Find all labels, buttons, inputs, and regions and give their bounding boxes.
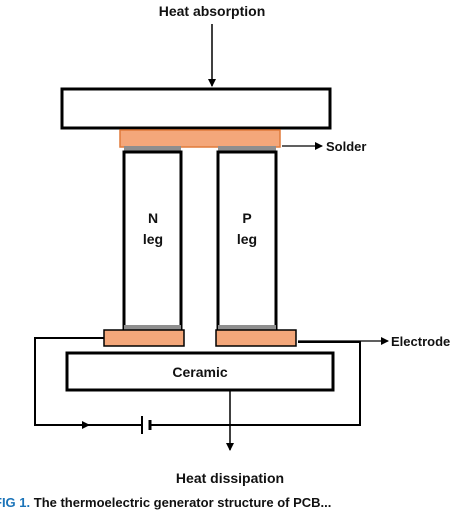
n-leg	[122, 150, 183, 331]
figure-caption-text: The thermoelectric generator structure o…	[33, 495, 332, 510]
left-electrode	[103, 329, 185, 347]
circuit-wire-left	[34, 337, 104, 429]
figure-caption: FIG 1. The thermoelectric generator stru…	[0, 494, 474, 523]
ceramic-label: Ceramic	[172, 364, 227, 380]
p-leg-bottom-contact	[218, 325, 276, 330]
solder-label: Solder	[326, 139, 366, 154]
figure-number: FIG 1.	[0, 495, 31, 510]
n-leg-top-contact	[124, 146, 181, 151]
top-solder	[119, 129, 281, 148]
heat-dissipation-label: Heat dissipation	[176, 470, 284, 486]
circuit-wire-right	[150, 341, 361, 426]
electrode-label: Electrode	[391, 334, 450, 349]
bottom-ceramic-plate	[65, 351, 335, 392]
p-leg-top-contact	[218, 146, 276, 151]
n-leg-label-line2: leg	[143, 231, 163, 247]
p-leg-label-line1: P	[242, 210, 251, 226]
p-leg-label-line2: leg	[237, 231, 257, 247]
n-leg-bottom-contact	[124, 325, 181, 330]
top-ceramic-plate	[60, 87, 332, 130]
right-electrode	[215, 329, 297, 347]
heat-absorption-label: Heat absorption	[159, 3, 266, 19]
n-leg-label-line1: N	[148, 210, 158, 226]
p-leg	[216, 150, 278, 331]
